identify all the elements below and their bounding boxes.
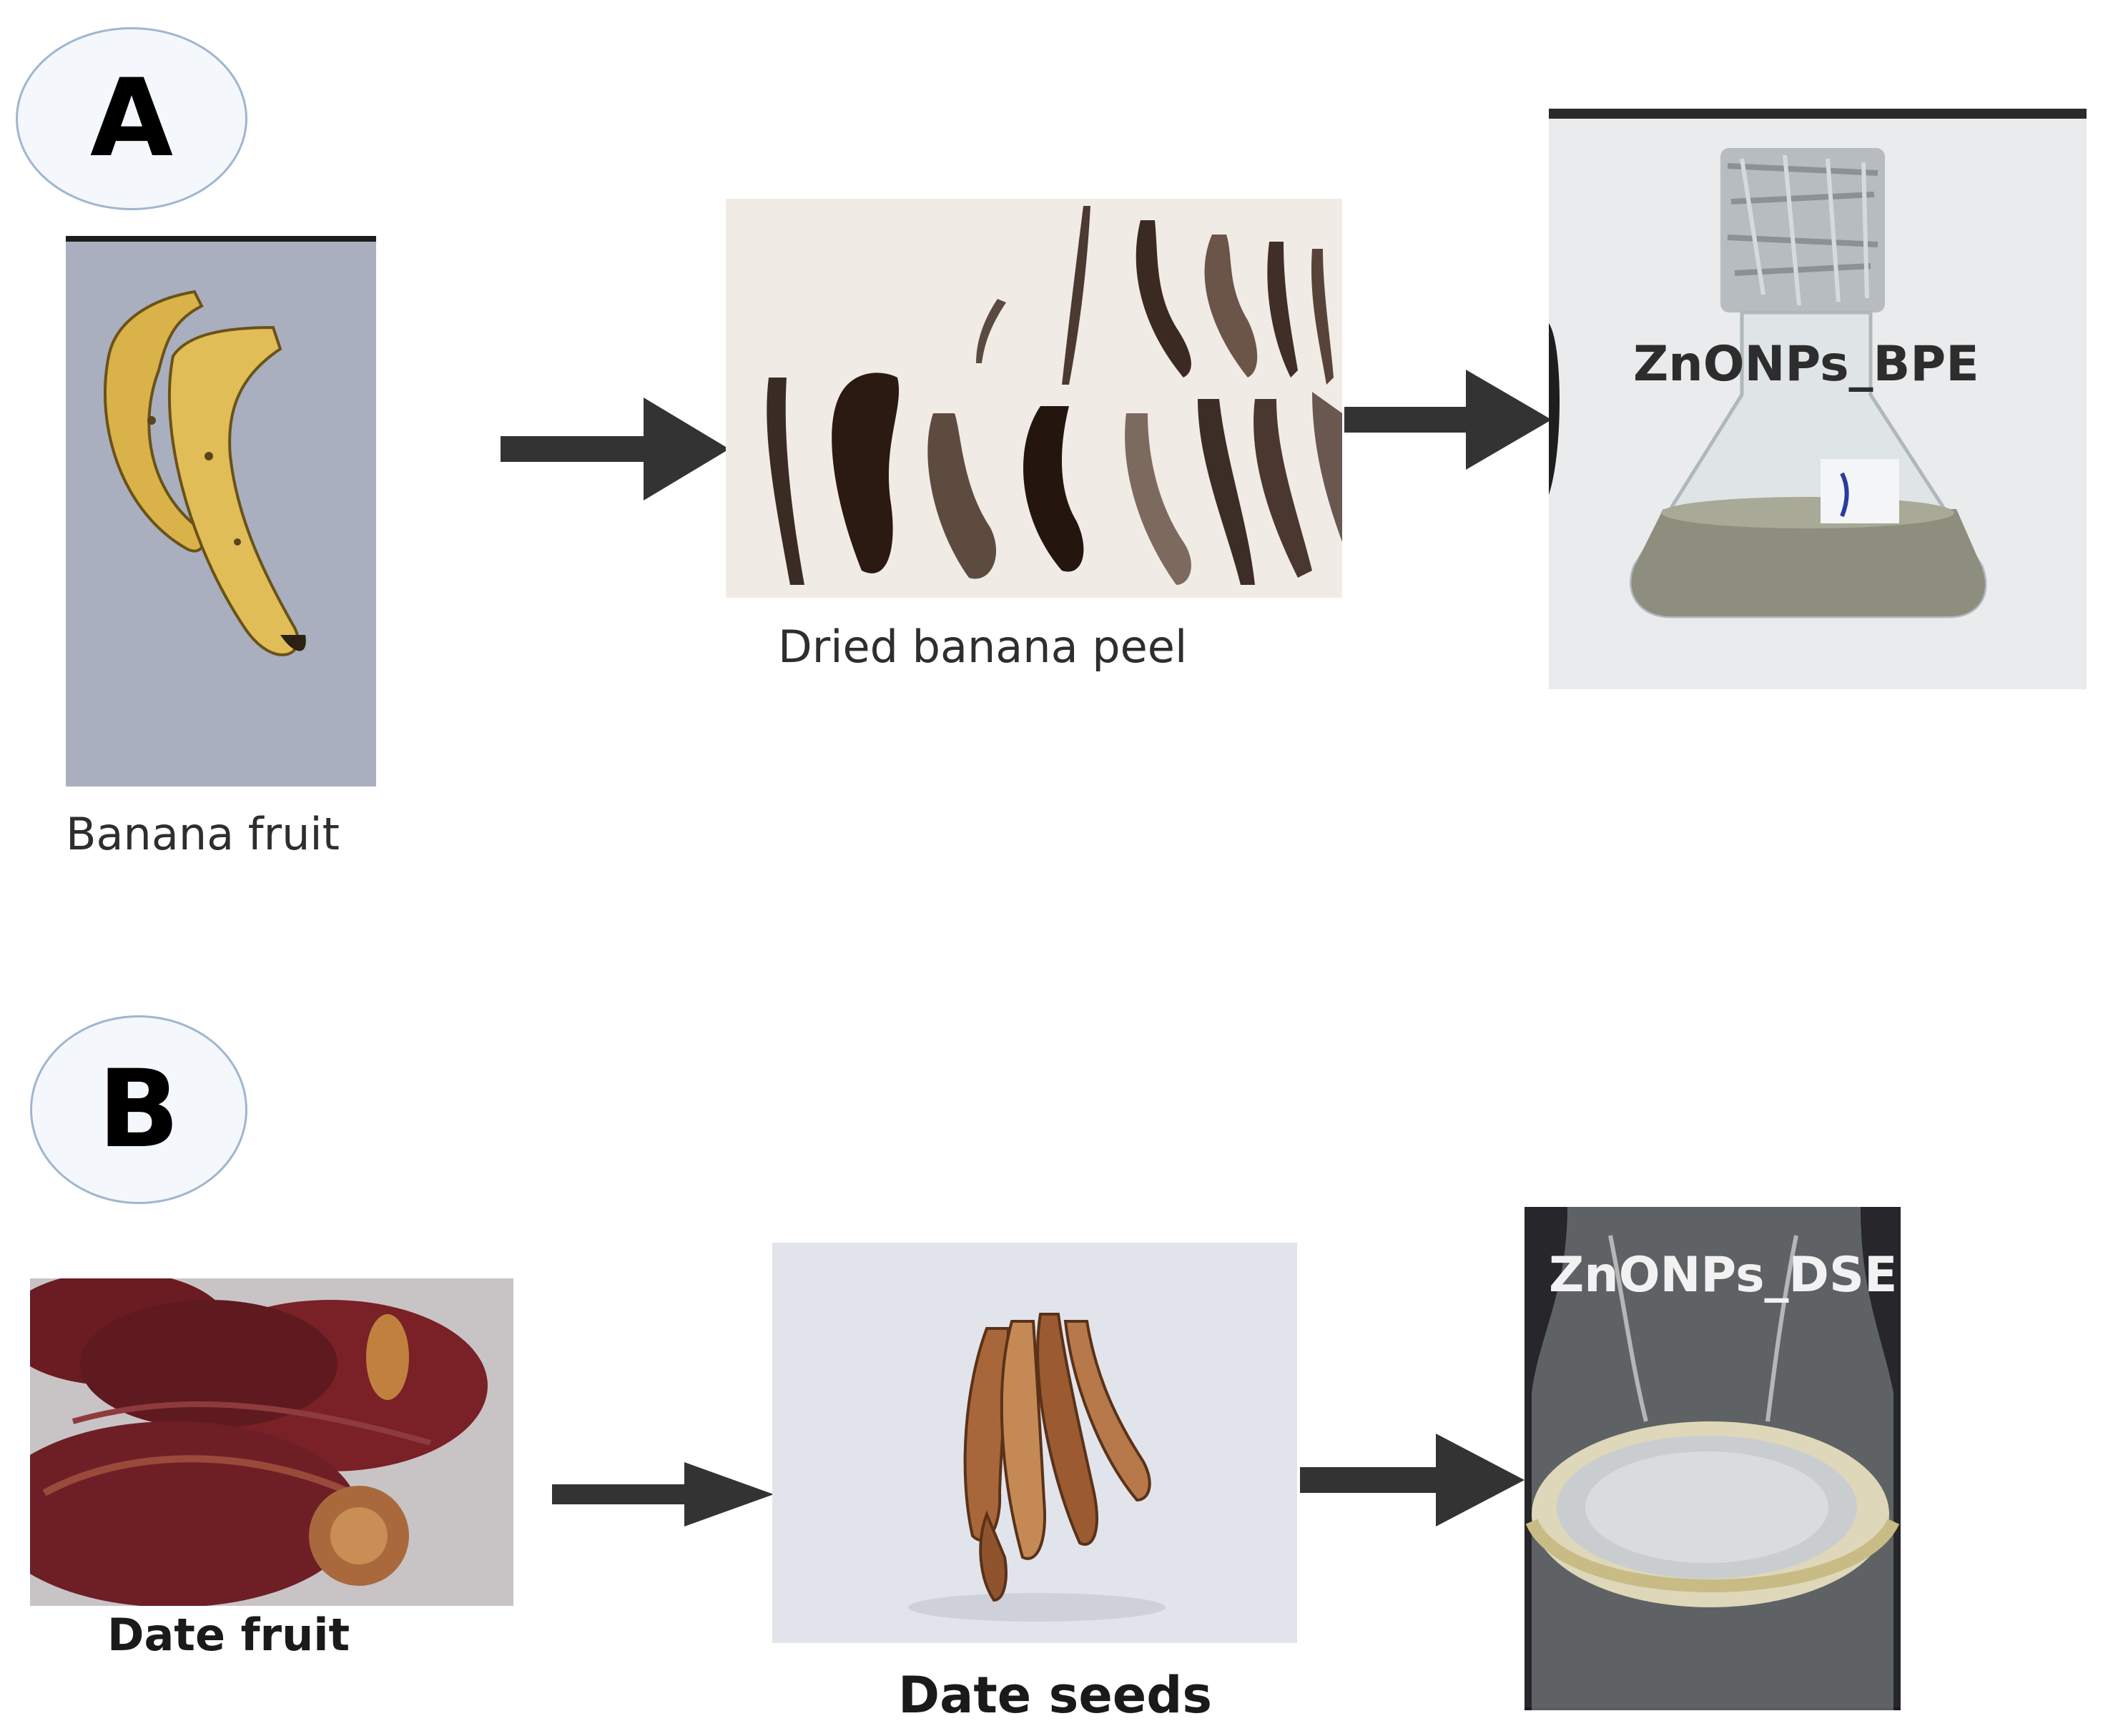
arrow-a1 [501,392,729,506]
panel-a-badge: A [16,27,247,210]
date-fruit-photo [30,1278,513,1606]
date-seeds-photo [772,1243,1297,1643]
date-fruit-caption: Date fruit [107,1609,350,1661]
arrow-b1 [552,1459,774,1530]
banana-fruit-caption: Banana fruit [66,808,340,860]
dried-banana-peel-photo [726,199,1342,598]
date-seeds-caption: Date seeds [898,1666,1213,1725]
banana-fruit-photo [66,236,376,786]
arrow-a2 [1344,366,1552,473]
panel-b-badge-label: B [97,1047,180,1172]
znonps-bpe-flask-photo [1549,109,2087,689]
znonps-dse-flask-photo [1525,1207,1901,1710]
panel-a-badge-label: A [89,56,174,181]
znonps-bpe-label: ZnONPs_BPE [1633,336,1979,393]
panel-b-badge: B [30,1015,247,1204]
znonps-dse-label: ZnONPs_DSE [1549,1247,1898,1303]
arrow-b2 [1300,1430,1525,1530]
dried-banana-peel-caption: Dried banana peel [778,621,1188,673]
